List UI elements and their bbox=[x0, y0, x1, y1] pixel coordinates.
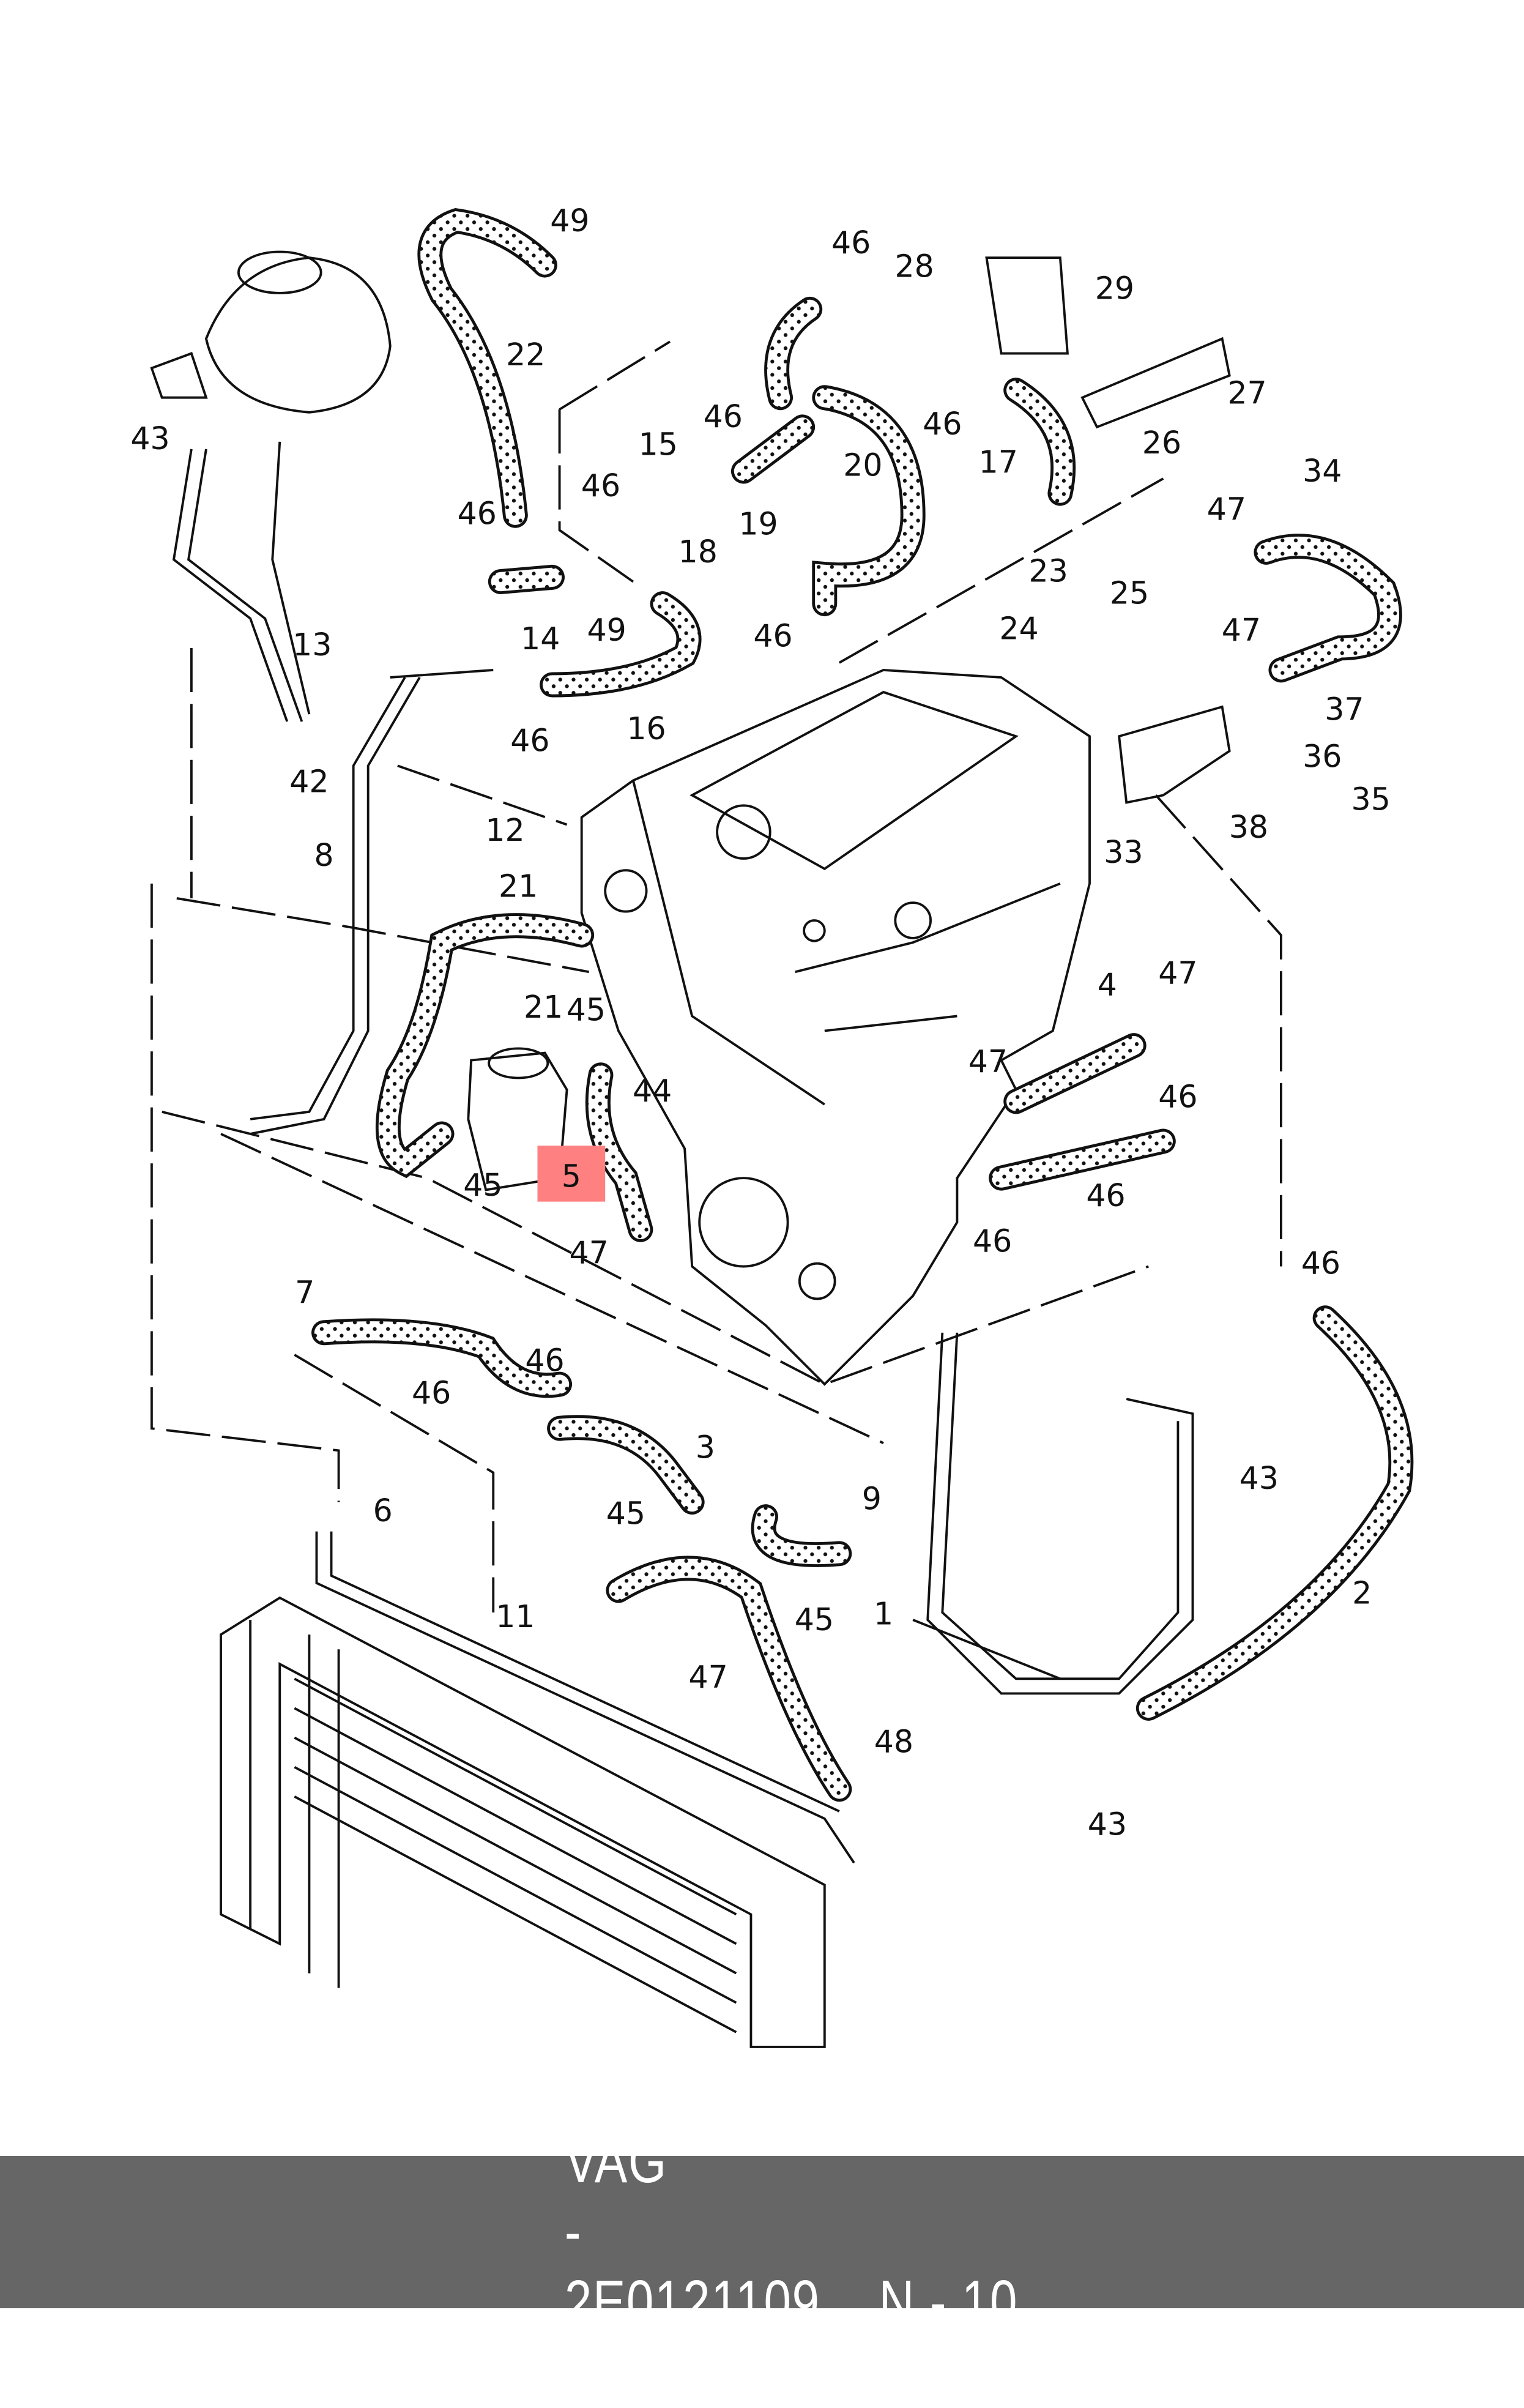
callout-part-16: 16 bbox=[626, 710, 666, 747]
callout-part-37: 37 bbox=[1325, 691, 1364, 728]
brand-label: VAG bbox=[564, 2127, 667, 2196]
callout-part-47: 47 bbox=[968, 1043, 1008, 1079]
callout-part-25: 25 bbox=[1110, 575, 1149, 611]
callout-part-23: 23 bbox=[1028, 553, 1068, 589]
callout-part-8: 8 bbox=[314, 837, 333, 873]
callout-part-45: 45 bbox=[795, 1601, 834, 1638]
callout-part-34: 34 bbox=[1303, 453, 1342, 489]
callout-part-38: 38 bbox=[1229, 809, 1268, 845]
part-number: 2E0121109 bbox=[564, 2268, 820, 2336]
callout-part-46: 46 bbox=[831, 225, 871, 261]
callout-part-43: 43 bbox=[1240, 1460, 1279, 1496]
callout-part-47: 47 bbox=[570, 1235, 609, 1271]
callout-part-15: 15 bbox=[639, 427, 678, 463]
callout-part-19: 19 bbox=[738, 506, 778, 542]
callout-part-22: 22 bbox=[506, 337, 545, 373]
callout-part-43: 43 bbox=[130, 420, 169, 457]
callout-part-35: 35 bbox=[1351, 781, 1391, 818]
footer-caption: VAG - 2E0121109 N - 10 bbox=[506, 2056, 1018, 2408]
highlight-box bbox=[537, 1146, 606, 1202]
callout-part-12: 12 bbox=[485, 812, 524, 848]
callout-part-46: 46 bbox=[753, 617, 792, 654]
leader-lines bbox=[150, 250, 1282, 2048]
callout-part-14: 14 bbox=[521, 621, 560, 657]
callout-part-27: 27 bbox=[1227, 375, 1266, 411]
callout-part-9: 9 bbox=[862, 1481, 882, 1517]
callout-part-42: 42 bbox=[289, 764, 329, 800]
separator: - bbox=[564, 2197, 582, 2266]
callout-part-44: 44 bbox=[633, 1073, 672, 1109]
callout-part-48: 48 bbox=[874, 1724, 913, 1760]
callout-part-29: 29 bbox=[1095, 270, 1134, 307]
callout-part-45: 45 bbox=[606, 1496, 645, 1532]
callout-part-46: 46 bbox=[704, 398, 743, 434]
callout-part-20: 20 bbox=[843, 447, 882, 483]
callout-part-46: 46 bbox=[525, 1342, 564, 1378]
position-label: N - 10 bbox=[879, 2268, 1018, 2336]
callout-part-46: 46 bbox=[973, 1223, 1012, 1259]
callout-part-47: 47 bbox=[689, 1659, 728, 1695]
callout-part-1: 1 bbox=[874, 1595, 893, 1631]
callout-part-46: 46 bbox=[1301, 1245, 1340, 1281]
callout-part-49: 49 bbox=[587, 612, 626, 648]
callout-part-47: 47 bbox=[1158, 955, 1197, 991]
callout-highlighted-part: 5 bbox=[562, 1158, 581, 1195]
callout-part-33: 33 bbox=[1104, 834, 1143, 870]
footer-bar: VAG - 2E0121109 N - 10 bbox=[0, 2127, 1524, 2336]
callout-part-36: 36 bbox=[1303, 739, 1342, 775]
callout-part-24: 24 bbox=[999, 610, 1038, 646]
callout-part-47: 47 bbox=[1222, 612, 1261, 648]
callout-part-11: 11 bbox=[496, 1598, 535, 1635]
callout-part-17: 17 bbox=[979, 444, 1018, 480]
hoses bbox=[311, 208, 1414, 1802]
callout-part-18: 18 bbox=[678, 534, 718, 570]
callout-part-46: 46 bbox=[581, 468, 620, 504]
callout-part-26: 26 bbox=[1142, 425, 1181, 461]
callout-part-46: 46 bbox=[510, 722, 549, 758]
callout-part-21: 21 bbox=[524, 989, 563, 1025]
callout-part-13: 13 bbox=[292, 627, 332, 663]
callout-part-7: 7 bbox=[295, 1275, 314, 1311]
callout-part-46: 46 bbox=[458, 496, 497, 532]
callout-part-21: 21 bbox=[499, 868, 538, 904]
callout-part-45: 45 bbox=[463, 1167, 502, 1203]
callout-part-2: 2 bbox=[1352, 1575, 1372, 1611]
callout-part-46: 46 bbox=[412, 1374, 451, 1411]
callout-part-45: 45 bbox=[567, 992, 606, 1028]
callout-part-46: 46 bbox=[1158, 1079, 1197, 1115]
callout-part-46: 46 bbox=[923, 406, 962, 442]
callout-part-46: 46 bbox=[1086, 1177, 1125, 1213]
callout-part-43: 43 bbox=[1088, 1806, 1127, 1842]
callout-part-3: 3 bbox=[696, 1429, 715, 1465]
callout-part-28: 28 bbox=[894, 248, 934, 284]
callout-part-6: 6 bbox=[373, 1493, 393, 1529]
callout-part-4: 4 bbox=[1098, 967, 1117, 1003]
callout-part-49: 49 bbox=[550, 203, 589, 239]
callout-part-47: 47 bbox=[1207, 491, 1246, 527]
